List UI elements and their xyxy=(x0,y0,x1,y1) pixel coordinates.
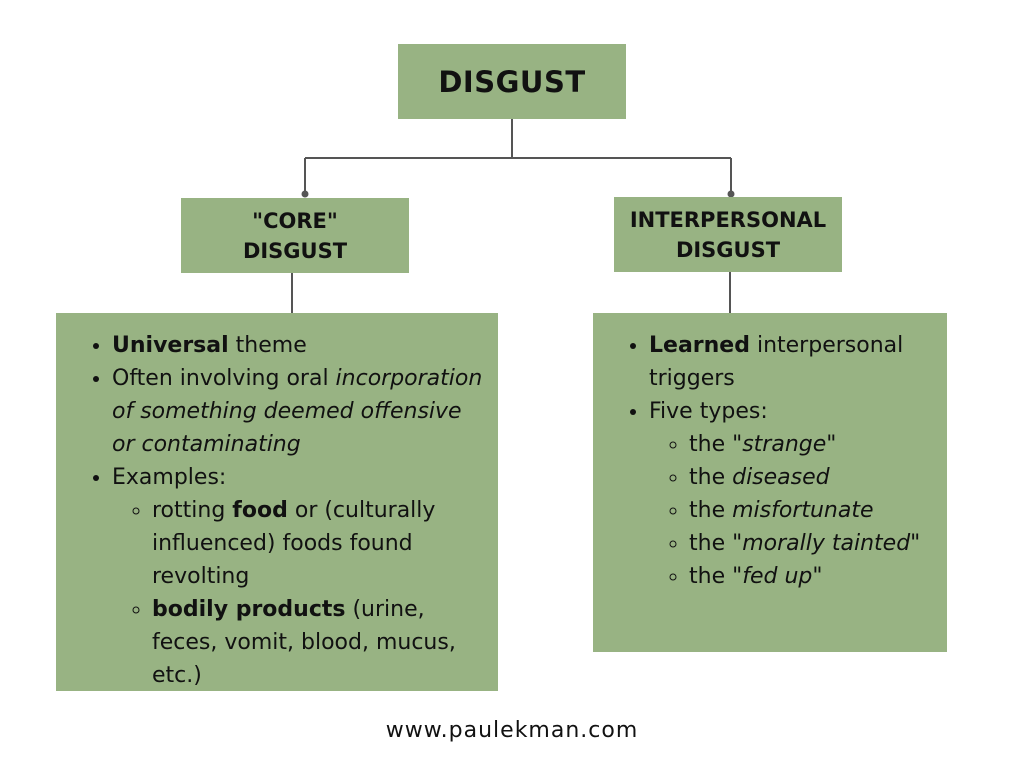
core-disgust-heading-box: "CORE" DISGUST xyxy=(181,198,409,273)
sub-bullet-list: rotting food or (culturally influenced) … xyxy=(112,494,490,692)
bullet-text-segment: rotting xyxy=(152,498,233,523)
connector-dot-core xyxy=(301,190,309,198)
interpersonal-heading-line-2: DISGUST xyxy=(675,237,781,262)
sub-bullet-item: bodily products (urine, feces, vomit, bl… xyxy=(152,593,490,692)
bullet-item: Often involving oral incorporation of so… xyxy=(112,362,490,461)
core-heading-line-2: DISGUST xyxy=(242,238,348,263)
bullet-text-segment: " xyxy=(826,432,837,457)
sub-bullet-item: the diseased xyxy=(689,461,939,494)
connector-dot-interpersonal xyxy=(727,190,735,198)
bullet-text-segment: Universal xyxy=(112,333,229,358)
sub-bullet-item: the "fed up" xyxy=(689,560,939,593)
sub-bullet-item: rotting food or (culturally influenced) … xyxy=(152,494,490,593)
interpersonal-disgust-content: Learned interpersonal triggersFive types… xyxy=(593,313,947,652)
bullet-text-segment: morally tainted xyxy=(742,531,911,556)
bullet-text-segment: the " xyxy=(689,564,743,589)
bullet-text-segment: or (culturally influenced) foods found r… xyxy=(152,498,436,589)
bullet-text-segment: diseased xyxy=(732,465,830,490)
bullet-list: Universal themeOften involving oral inco… xyxy=(56,329,490,692)
bullet-text-segment: Often involving oral xyxy=(112,366,336,391)
sub-bullet-item: the "strange" xyxy=(689,428,939,461)
sub-bullet-list: the "strange"the diseasedthe misfortunat… xyxy=(649,428,939,593)
interpersonal-heading-line-1: INTERPERSONAL xyxy=(629,207,827,232)
footer-url: www.paulekman.com xyxy=(385,718,639,743)
bullet-item: Learned interpersonal triggers xyxy=(649,329,939,395)
core-heading-line-1: "CORE" xyxy=(252,208,338,233)
sub-bullet-item: the "morally tainted" xyxy=(689,527,939,560)
bullet-text-segment: strange xyxy=(742,432,827,457)
bullet-text-segment: (urine, feces, vomit, blood, mucus, etc.… xyxy=(152,597,456,688)
bullet-text-segment: the xyxy=(689,465,733,490)
bullet-text-segment: interpersonal triggers xyxy=(649,333,904,391)
bullet-item: Universal theme xyxy=(112,329,490,362)
interpersonal-disgust-heading-box: INTERPERSONAL DISGUST xyxy=(614,197,842,272)
bullet-text-segment: " xyxy=(910,531,921,556)
title-box: DISGUST xyxy=(398,44,626,119)
bullet-text-segment: Five types: xyxy=(649,399,768,424)
bullet-text-segment: incorporation of something deemed offens… xyxy=(112,366,483,457)
diagram-title: DISGUST xyxy=(438,64,586,99)
core-disgust-content: Universal themeOften involving oral inco… xyxy=(56,313,498,691)
bullet-text-segment: bodily products xyxy=(152,597,346,622)
sub-bullet-item: the misfortunate xyxy=(689,494,939,527)
bullet-text-segment: the " xyxy=(689,432,743,457)
bullet-item: Five types:the "strange"the diseasedthe … xyxy=(649,395,939,593)
bullet-text-segment: Examples: xyxy=(112,465,227,490)
bullet-text-segment: the xyxy=(689,498,733,523)
bullet-text-segment: misfortunate xyxy=(732,498,874,523)
bullet-text-segment: Learned xyxy=(649,333,750,358)
bullet-text-segment: fed up xyxy=(742,564,813,589)
bullet-text-segment: " xyxy=(812,564,823,589)
bullet-list: Learned interpersonal triggersFive types… xyxy=(593,329,939,593)
bullet-text-segment: theme xyxy=(228,333,307,358)
bullet-text-segment: the " xyxy=(689,531,743,556)
bullet-item: Examples: rotting food or (culturally inf… xyxy=(112,461,490,692)
bullet-text-segment: food xyxy=(232,498,288,523)
